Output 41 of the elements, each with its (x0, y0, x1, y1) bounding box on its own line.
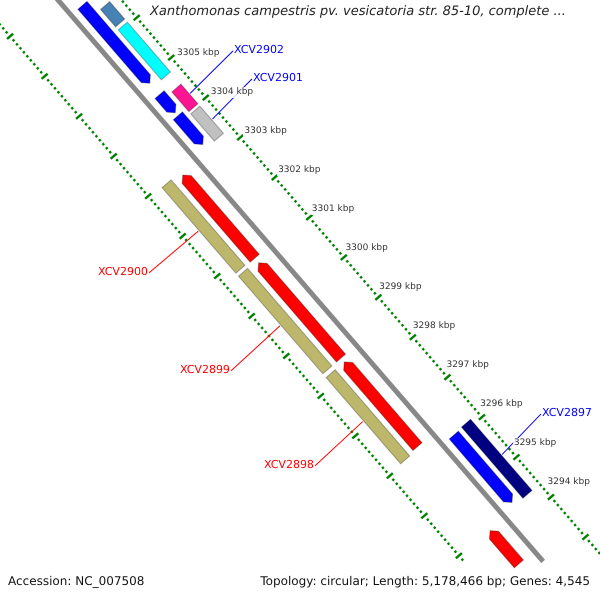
scale-label: 3300 kbp (344, 242, 389, 254)
gene-block (77, 0, 151, 84)
gene-block (238, 268, 333, 374)
scale-label: 3294 kbp (546, 476, 591, 488)
leader-line (230, 325, 280, 372)
title: Xanthomonas campestris pv. vesicatoria str. 85-10, complete ... (150, 4, 566, 20)
gene-block (118, 21, 172, 81)
gene-label: XCV2902 (234, 43, 284, 56)
genome-summary-text: Topology: circular; Length: 5,178,466 bp; Genes: 4,545 (260, 574, 590, 588)
gene-label: XCV2901 (253, 71, 303, 84)
gene-label: XCV2898 (264, 458, 314, 472)
gene-block (343, 361, 423, 452)
gene-block (172, 111, 204, 146)
gene-label: XCV2900 (98, 265, 148, 278)
gene-block (258, 262, 346, 363)
scale-label: 3305 kbp (176, 48, 220, 59)
scale-label: 3301 kbp (310, 204, 356, 215)
accession-text: Accession: NC_007508 (8, 574, 144, 588)
gene-block (488, 530, 524, 569)
gene-block (182, 174, 260, 263)
gene-block (325, 369, 410, 465)
gene-label: XCV2899 (180, 363, 230, 376)
gene-block (100, 0, 126, 28)
gene-label: XCV2897 (542, 406, 592, 420)
gene-block (154, 90, 176, 114)
scale-label: 3297 kbp (445, 360, 490, 371)
gene-block (161, 179, 246, 274)
gene-block (448, 430, 514, 503)
gene-block (171, 83, 199, 112)
scale-label: 3304 kbp (210, 86, 254, 98)
scale-label: 3298 kbp (412, 320, 456, 332)
leader-line (190, 50, 234, 94)
scale-label: 3303 kbp (243, 126, 288, 137)
scale-label: 3296 kbp (479, 398, 524, 410)
leader-line (502, 413, 542, 455)
leader-line (148, 230, 199, 274)
scale-label: 3302 kbp (277, 164, 322, 176)
gene-block (190, 105, 224, 142)
leader-line (314, 421, 364, 466)
scale-label: 3299 kbp (378, 282, 423, 293)
scale-label: 3295 kbp (512, 438, 558, 449)
